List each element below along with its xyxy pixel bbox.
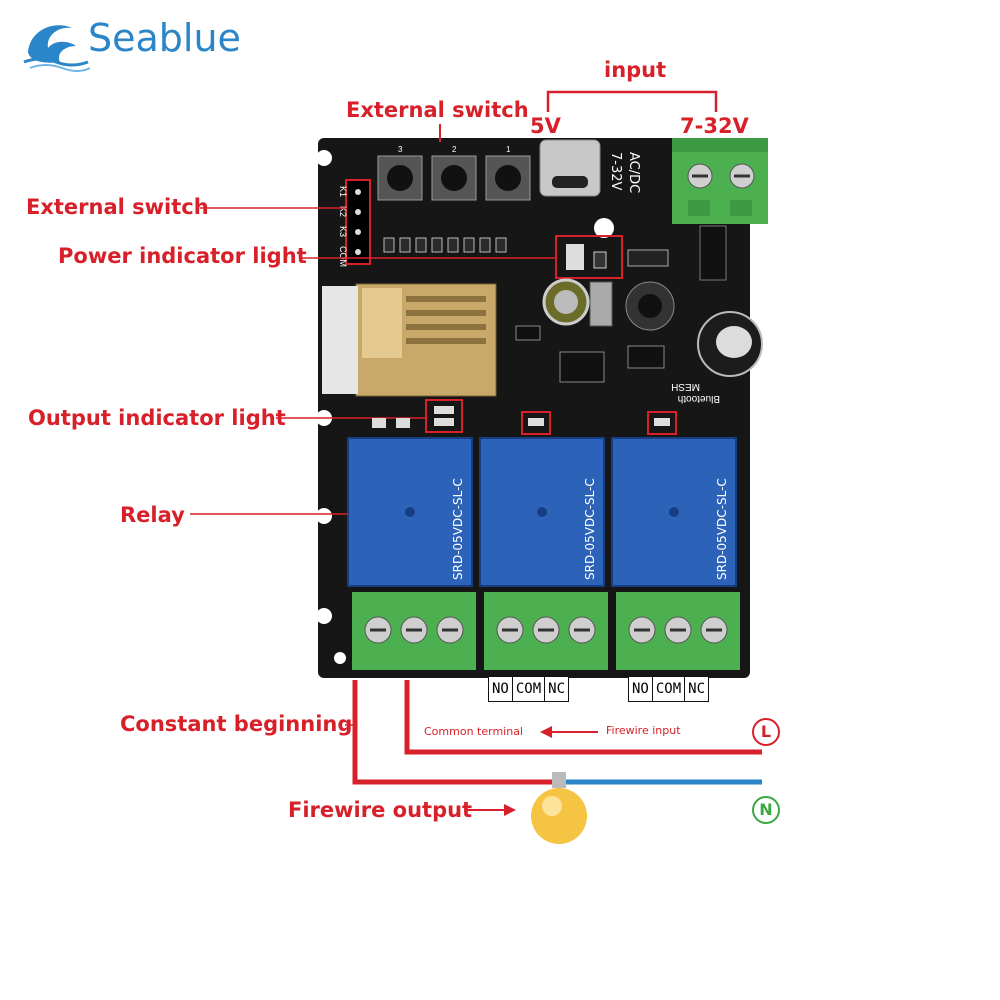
relay-label: Relay [120,503,185,527]
svg-text:SRD-05VDC-SL-C: SRD-05VDC-SL-C [583,478,597,580]
input-label: input [604,58,667,82]
brand-logo [20,12,230,72]
constant-beginning-label: Constant beginning [120,712,353,736]
output-indicator-label: Output indicator light [28,406,286,430]
power-indicator-box [555,235,623,279]
output-indicator-box-2 [521,411,551,435]
brand-name: Seablue [88,16,241,60]
terminal-label-left: NO COM NC [488,676,570,702]
relays [347,437,737,587]
board-acdc-text: AC/DC [626,152,641,193]
svg-text:SRD-05VDC-SL-C: SRD-05VDC-SL-C [451,478,465,580]
svg-text:K3: K3 [338,226,348,237]
svg-text:1: 1 [506,145,511,154]
common-terminal-label: Common terminal [424,725,523,738]
output-indicator-box-1 [425,399,463,433]
7-32v-label: 7-32V [680,114,749,138]
power-indicator-label: Power indicator light [58,244,307,268]
svg-text:K2: K2 [338,206,348,217]
external-switch-top-label: External switch [346,98,529,122]
terminal-label-right: NO COM NC [628,676,710,702]
tactile-buttons: 3 2 1 [377,145,531,201]
5v-label: 5V [530,114,561,138]
wave-icon [23,25,91,72]
output-indicator-box-3 [647,411,677,435]
firewire-output-label: Firewire output [288,798,473,822]
neutral-terminal-icon: N [752,796,780,824]
board-voltage-text: 7-32V [608,152,623,191]
external-switch-left-label: External switch [26,195,209,219]
svg-text:K1: K1 [338,186,348,197]
light-bulb-icon [531,772,587,844]
svg-text:SRD-05VDC-SL-C: SRD-05VDC-SL-C [715,478,729,580]
firewire-input-label: Firewire input [606,724,681,737]
svg-text:2: 2 [452,145,457,154]
live-terminal-icon: L [752,718,780,746]
svg-text:COM: COM [338,246,348,267]
board-mesh-text: MESH [671,381,700,392]
output-terminals [352,592,740,670]
board-bluetooth-text: Bluetooth [678,393,720,404]
svg-text:3: 3 [398,145,403,154]
